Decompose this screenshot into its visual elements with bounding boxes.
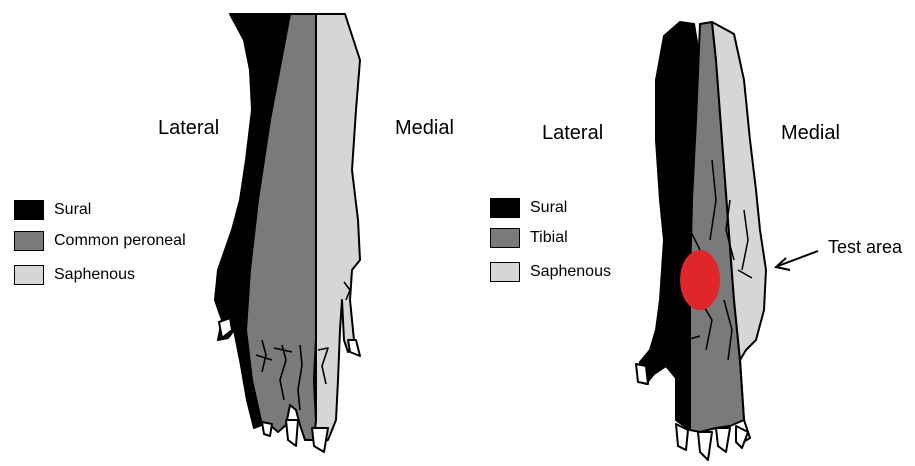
test-area-marker: [680, 250, 720, 310]
left-paw-claw: [262, 422, 272, 436]
left-paw-claw: [348, 340, 360, 356]
left-paw-claw: [312, 428, 328, 452]
right-paw-claw: [636, 364, 648, 384]
right-paw-claw: [716, 428, 730, 452]
right-paw: [636, 22, 766, 460]
test-area-arrow: [776, 251, 818, 270]
left-paw-claw: [286, 420, 298, 446]
left-paw: [215, 14, 360, 452]
right-paw-claw: [698, 432, 712, 460]
left-paw-saphenous-region: [314, 14, 360, 444]
